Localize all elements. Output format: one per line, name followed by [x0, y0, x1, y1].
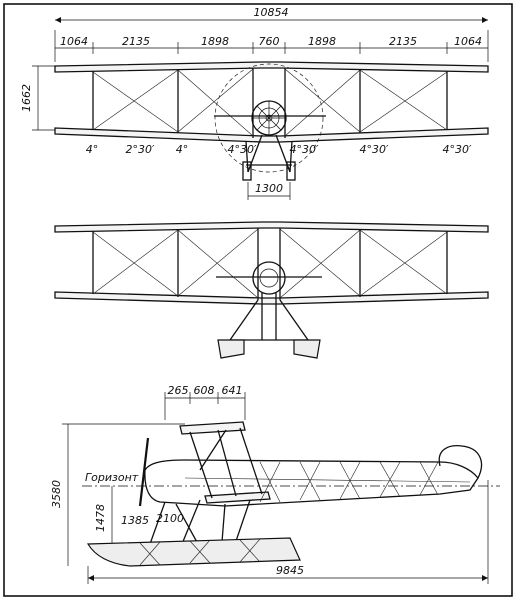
- angle-label-7: 4°30′: [443, 143, 472, 156]
- horizon-label: Горизонт: [85, 471, 139, 484]
- segment-label-7: 1064: [454, 35, 482, 48]
- segment-label-2: 2135: [122, 35, 150, 48]
- float-struts-side: [149, 499, 251, 545]
- angle-label-5: 4°30′: [290, 143, 319, 156]
- bracing-wires-front: [92, 68, 448, 137]
- upper-wing-side: [179, 421, 246, 435]
- angle-label-1: 4°: [86, 143, 99, 156]
- overall-span-label: 10854: [254, 6, 289, 19]
- upper-wing-seaplane: [54, 221, 489, 233]
- sheet-border: [3, 3, 513, 597]
- segment-label-3: 1898: [201, 35, 229, 48]
- lower-wing-seaplane: [54, 291, 489, 305]
- stagger-label-3: 641: [222, 384, 243, 397]
- propeller-arc: [214, 63, 324, 173]
- landing-gear-front: [242, 134, 296, 181]
- segment-label-4: 760: [259, 35, 280, 48]
- side-view: 265 608 641 3580 1478 Горизонт: [50, 384, 500, 584]
- segment-label-1: 1064: [60, 35, 88, 48]
- front-view: 10854 1064 2135 1898 760 1898 2135 1064 …: [20, 6, 489, 200]
- angle-label-3: 4°: [176, 143, 189, 156]
- float-left-front: [217, 339, 245, 359]
- angle-label-4: 4°30′: [228, 143, 257, 156]
- fuselage-truss: [184, 461, 471, 503]
- strut-offset-label: 2100: [156, 512, 184, 525]
- engine-cylinders: [252, 101, 286, 135]
- float-struts: [229, 292, 309, 341]
- stagger-label-2: 608: [194, 384, 215, 397]
- lower-wing-front: [54, 127, 489, 143]
- gap-label: 1662: [20, 84, 33, 112]
- fuselage-side: [144, 459, 479, 507]
- stagger-label-1: 265: [168, 384, 189, 397]
- track-label: 1300: [255, 182, 283, 195]
- float-side: [86, 537, 301, 567]
- interplane-struts-front: [92, 68, 448, 138]
- seaplane-front-view: [54, 221, 489, 359]
- float-height-label: 1478: [94, 504, 107, 532]
- segment-label-5: 1898: [308, 35, 336, 48]
- propeller-side: [138, 437, 150, 507]
- tail-fin-side: [438, 444, 483, 479]
- bracing-wires-seaplane: [92, 228, 448, 299]
- float-right-front: [293, 339, 321, 359]
- height-label: 3580: [50, 480, 63, 508]
- upper-wing-front: [54, 61, 489, 73]
- angle-label-6: 4°30′: [360, 143, 389, 156]
- angle-label-2: 2°30′: [126, 143, 155, 156]
- segment-ticks: [54, 30, 489, 62]
- segment-label-6: 2135: [389, 35, 417, 48]
- length-label: 9845: [276, 564, 304, 577]
- lower-wing-side: [204, 491, 271, 504]
- wing-struts-side: [189, 427, 263, 499]
- float-offset-label: 1385: [121, 514, 149, 527]
- engine-seaplane: [252, 261, 286, 295]
